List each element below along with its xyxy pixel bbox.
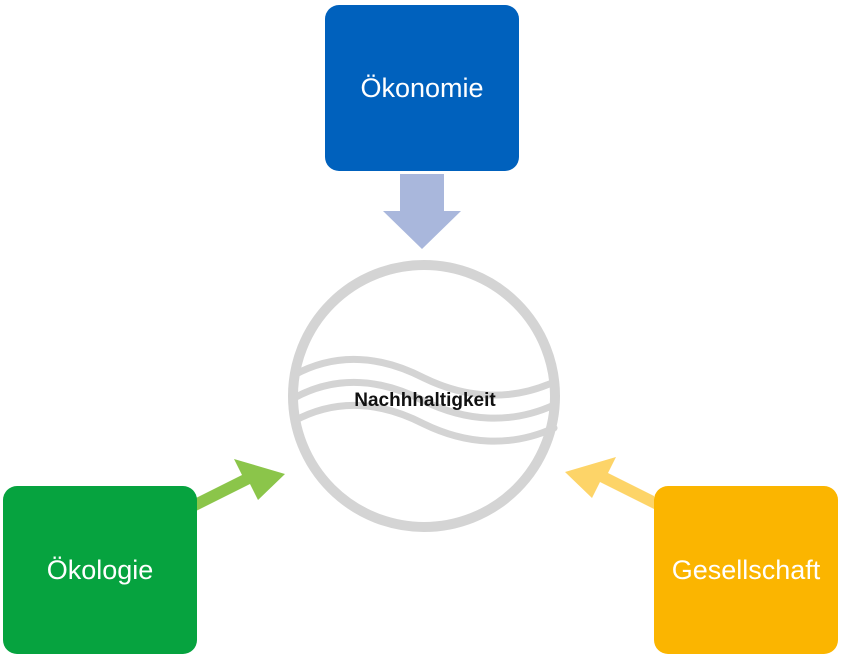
emblem-wave-bottom [290, 401, 558, 445]
emblem-wave-top [290, 355, 558, 399]
pillar-label-oekologie: Ökologie [46, 554, 154, 585]
pillar-box-oekologie: Ökologie [3, 486, 197, 654]
pillar-box-gesellschaft: Gesellschaft [654, 486, 838, 654]
pillar-box-oekonomie: Ökonomie [325, 5, 519, 171]
sustainability-emblem-icon [288, 260, 560, 532]
pillar-label-oekonomie: Ökonomie [360, 72, 484, 103]
arrow-oekonomie [383, 174, 461, 249]
arrow-gesellschaft [565, 457, 654, 509]
emblem-wave-middle [290, 378, 558, 422]
arrow-oekologie [196, 459, 285, 511]
center-label: Nachhhaltigkeit [354, 390, 496, 411]
pillar-label-gesellschaft: Gesellschaft [671, 554, 821, 585]
